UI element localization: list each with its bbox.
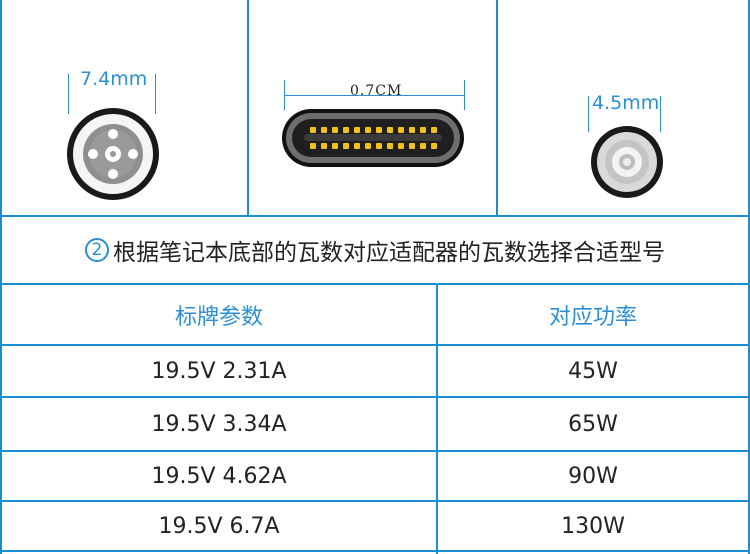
usb-c-pin [376,127,382,133]
table-row-1-power: 45W [568,358,618,384]
usb-c-pin [321,143,327,149]
divider-row-3 [0,500,750,502]
table-row-4-rating: 19.5V 6.7A [158,513,280,539]
usb-c-pin [321,127,327,133]
divider-row-2 [0,450,750,452]
usb-c-pin [387,143,393,149]
usb-c-pin [343,143,349,149]
divider-row-1 [0,396,750,398]
usb-c-pin [354,143,360,149]
usb-c-pin [431,127,437,133]
usb-c-pin [431,143,437,149]
usb-c-pin [343,127,349,133]
usb-c-pin [387,127,393,133]
table-row-3-power: 90W [568,463,618,489]
usb-c-pin [365,127,371,133]
usb-c-pin [332,143,338,149]
table-row-2-power: 65W [568,411,618,437]
table-row-3-rating: 19.5V 4.62A [151,463,287,489]
column-header-rating: 标牌参数 [174,304,263,330]
diameter-label: 4.5mm [592,92,660,114]
panel-round-large: 7.4mm [0,0,247,217]
frame-bottom [0,550,750,552]
panel-usb-c [248,0,496,217]
usb-c-port-icon [282,109,464,167]
notice-text: 根据笔记本底部的瓦数对应适配器的瓦数选择合适型号 [113,240,665,266]
frame-left [0,0,2,554]
usb-c-pin [365,143,371,149]
divider-panels-bottom [0,215,750,217]
dim-mark-right [155,74,156,114]
dim-mark-right [464,80,465,110]
divider-notice-bottom [0,283,750,285]
usb-c-pin [376,143,382,149]
usb-c-pin [398,127,404,133]
usb-c-pin [332,127,338,133]
usb-c-pin [420,143,426,149]
usb-c-width-label: 0.7CM [350,83,403,99]
panel-round-small: 4.5mm [497,0,748,217]
round-connector-small-icon [591,126,663,198]
divider-header-bottom [0,344,750,346]
usb-c-pin [409,143,415,149]
usb-c-pin [409,127,415,133]
dim-mark-left [68,74,69,114]
table-column-divider [436,283,438,554]
usb-c-pin [420,127,426,133]
table-row-2-rating: 19.5V 3.34A [151,411,287,437]
frame-right [748,0,750,554]
dim-mark-right [660,96,661,132]
table-row-1-rating: 19.5V 2.31A [151,358,287,384]
dim-mark-left [588,96,589,132]
usb-c-pin [310,127,316,133]
round-connector-large-icon [67,108,159,200]
step-number-badge: 2 [85,238,109,262]
usb-c-pin [354,127,360,133]
column-header-power: 对应功率 [548,304,637,330]
usb-c-pin [398,143,404,149]
diameter-label: 7.4mm [80,68,148,90]
divider-panel-1 [247,0,249,217]
dim-line [284,95,464,96]
divider-panel-2 [496,0,498,217]
selection-notice: 2 根据笔记本底部的瓦数对应适配器的瓦数选择合适型号 [0,217,750,283]
usb-c-pin [310,143,316,149]
table-row-4-power: 130W [561,513,625,539]
